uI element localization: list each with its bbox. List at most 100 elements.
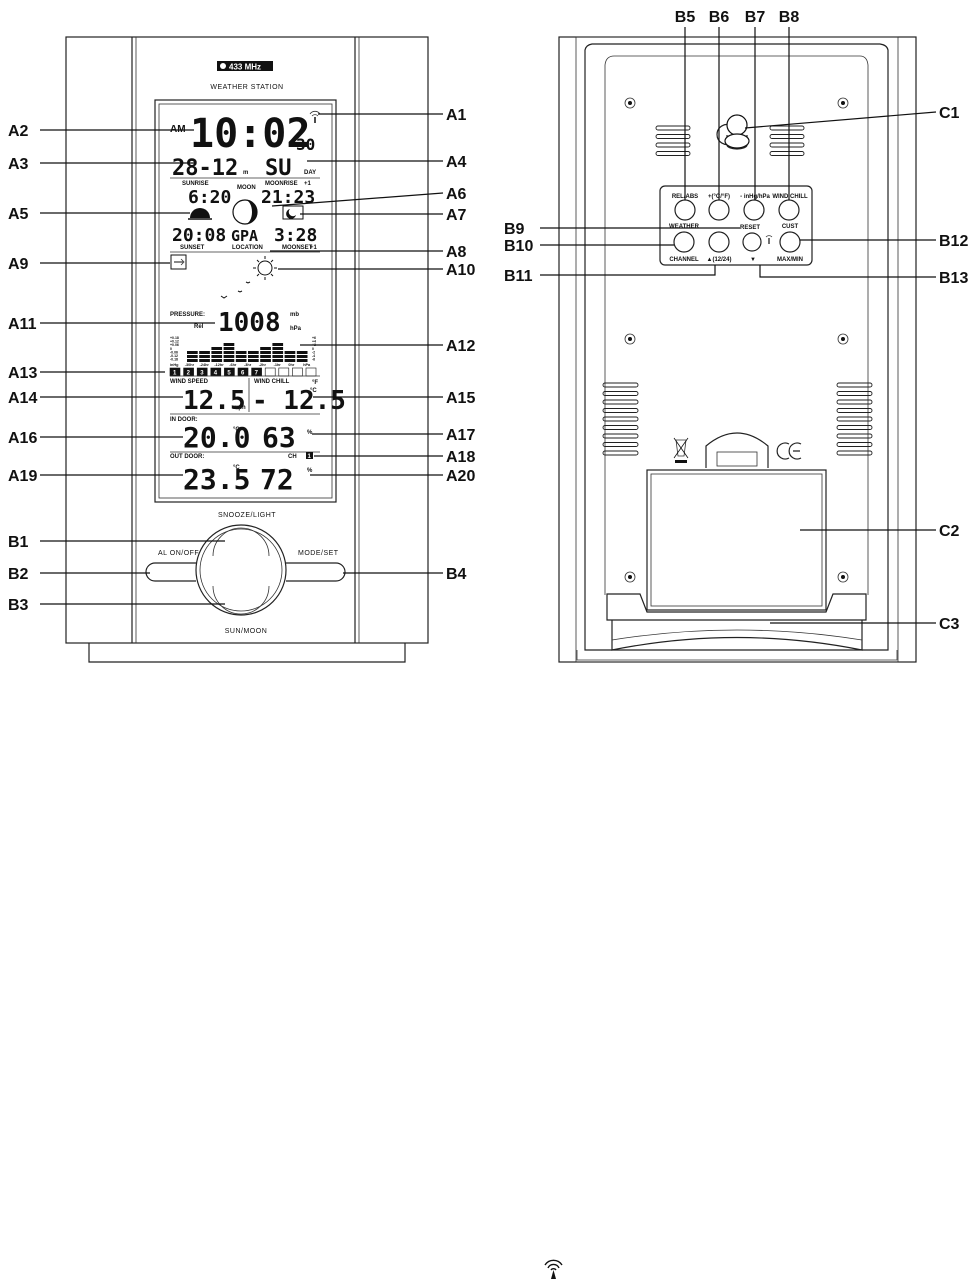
callout-b13: B13 [939,270,968,287]
back-view: REL/ABS +(°C/°F) - inHg/hPa WIND CHILL W… [558,36,917,663]
sunrise-icon [188,208,212,220]
outdoor-humidity-unit: % [307,468,313,474]
pressure-bar-segment [223,359,235,362]
callout-a4: A4 [446,154,467,171]
wind-chill-button-label: WIND CHILL [772,194,808,200]
channel-box: 1 [169,367,181,377]
wind-chill-button[interactable] [778,199,800,221]
lcd-screen [154,99,337,503]
pressure-time-label: -3hr [244,363,252,367]
leader-line [744,111,937,129]
moon-label: MOON [237,185,256,191]
snooze-light-button[interactable] [195,524,287,616]
pressure-bar-segment [248,359,259,362]
wall-hook-icon [716,114,750,150]
indoor-temp: 20.0 [183,421,250,454]
battery-door[interactable] [646,432,827,611]
vent-slot [836,450,873,456]
vent-slot [602,433,639,439]
pressure-bar-segment [211,347,223,350]
pressure-bar-segment [272,355,284,358]
pressure-bar-segment [223,355,235,358]
outdoor-ch-value: 1 [308,454,312,460]
channel-button[interactable] [673,231,695,253]
alarm-on-off-button[interactable] [145,562,196,582]
callout-a19: A19 [8,468,37,485]
pressure-left-tick: -0.06 [170,350,178,354]
time-seconds: 30 [296,135,315,154]
pressure-bar-segment [260,347,271,350]
pressure-bar-segment [235,355,247,358]
leader-line [271,192,444,207]
pressure-bar-segment [296,355,308,358]
pressure-bar-segment [248,355,259,358]
pressure-right-tick: +4 [312,340,316,344]
pressure-time-label: hPa [303,363,311,367]
callout-a20: A20 [446,468,475,485]
callout-a6: A6 [446,186,467,203]
callout-a7: A7 [446,207,467,224]
callout-a17: A17 [446,427,475,444]
ventilation-slots [602,125,873,456]
pressure-value: 1008 [218,308,281,338]
callout-b6: B6 [709,9,730,26]
moonrise-suffix: +1 [304,181,312,187]
pressure-left-tick: +0.06 [170,343,179,347]
pressure-bar-segment [272,343,284,346]
pressure-bar-segment [211,355,223,358]
pressure-bar-segment [199,351,210,354]
time-display: 10:02 [190,111,310,157]
pressure-time-label: -6hr [229,363,237,367]
outdoor-label: OUT DOOR: [170,454,204,460]
wind-chill-value: - 12.5 [252,386,346,416]
pressure-bar-segment [235,359,247,362]
pressure-time-label: 0hr [288,363,294,367]
callout-b12: B12 [939,233,968,250]
max-min-button[interactable] [779,231,801,253]
temp-unit-button[interactable] [708,199,730,221]
wind-speed-label: WIND SPEED [170,379,209,385]
moonrise-label: MOONRISE [265,181,298,187]
vent-slot [836,442,873,447]
down-button[interactable] [742,232,762,252]
snooze-light-label: SNOOZE/LIGHT [218,512,276,519]
vent-slot [836,382,873,388]
pressure-bar-segment [260,355,271,358]
vent-slot [836,391,873,396]
pressure-unit-button[interactable] [743,199,765,221]
channel-box: 7 [251,367,262,377]
up-button[interactable] [708,231,730,253]
sun-moon-button[interactable] [212,585,270,615]
moon-phase-icon [232,199,258,225]
callout-a3: A3 [8,156,29,173]
pressure-rel: Rel [194,324,204,330]
vent-slot [602,382,639,388]
vent-slot [655,125,691,131]
vent-slot [836,416,873,422]
wind-speed-value: 12.5 [183,386,246,416]
pressure-bar-segment [211,351,223,354]
rf-sync-icon [765,235,773,244]
back-stand [576,593,898,661]
wind-speed-unit: mph [233,405,246,411]
vent-slot [602,425,639,430]
vent-slot [769,142,805,148]
leader-line [540,265,716,276]
pressure-time-label: -30hr [185,363,195,367]
antenna-icon [544,1259,563,1279]
channel-box [305,367,317,377]
wind-chill-unit: °C [310,388,317,394]
callout-a1: A1 [446,107,467,124]
callout-b9: B9 [504,221,525,238]
rel-abs-button[interactable] [674,199,696,221]
moonrise-icon [282,205,304,220]
indoor-label: IN DOOR: [170,417,198,423]
sunrise-time: 6:20 [188,187,231,208]
pressure-bar-segment [272,359,284,362]
pressure-bar-segment [260,359,271,362]
pressure-bar-segment [296,359,308,362]
mode-set-button[interactable] [286,562,346,582]
wind-chill-label: WIND CHILL [254,379,290,385]
